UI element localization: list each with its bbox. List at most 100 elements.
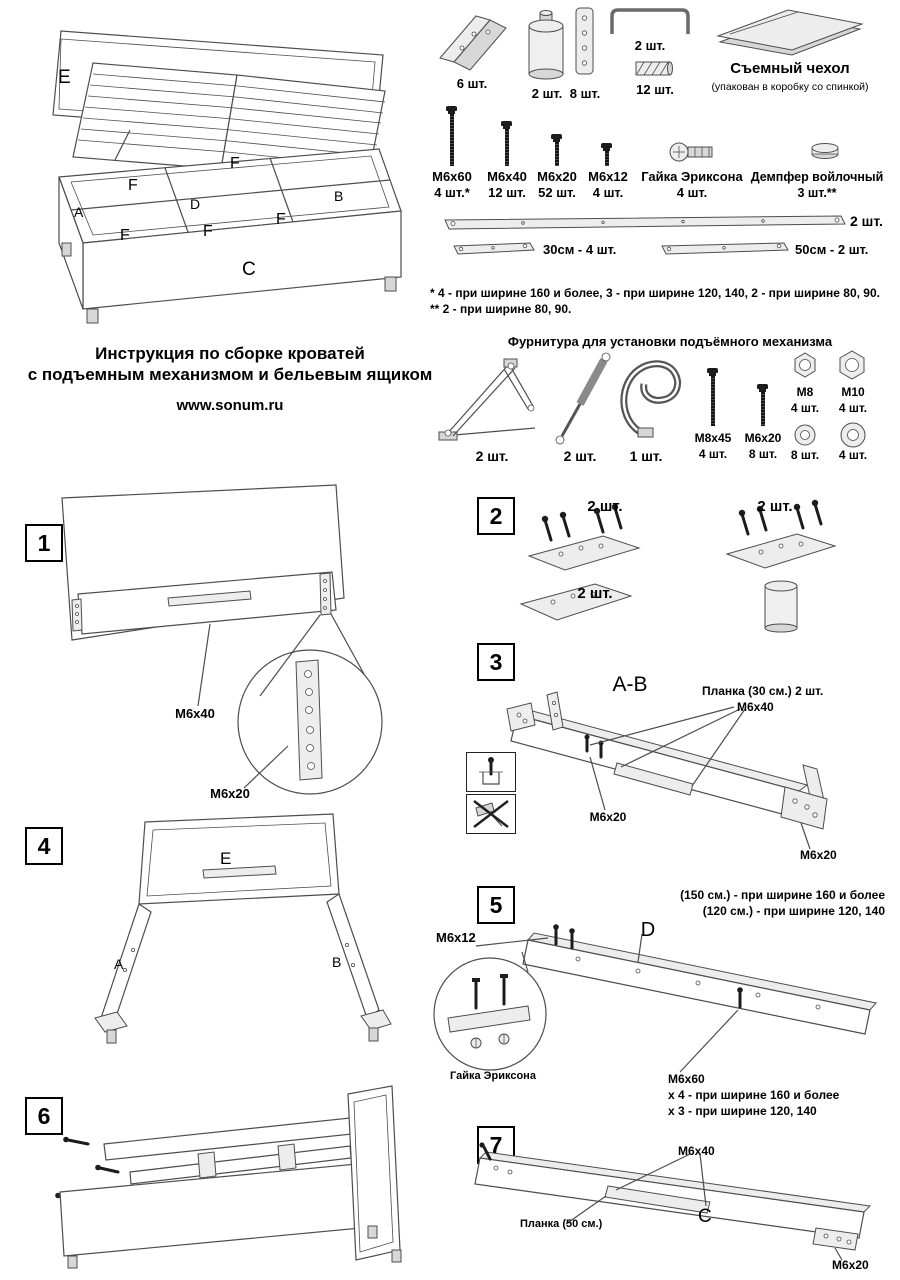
step5-erikson-label: Гайка Эриксона — [450, 1070, 536, 1082]
bolt-m6x20-icon — [551, 134, 562, 166]
m8x45-label: М8х45 — [694, 431, 732, 445]
step7-label-c: C — [698, 1206, 712, 1227]
strap-qty: 1 шт. — [629, 448, 663, 464]
step1-drawing — [61, 484, 383, 795]
erikson-col: Гайка Эриксона 4 шт. — [638, 169, 746, 201]
step4-number: 4 — [25, 827, 63, 865]
step3-plank-label: Планка (30 см.) 2 шт. — [702, 684, 824, 698]
step4-drawing — [94, 813, 392, 1044]
dowel-qty: 12 шт. — [636, 82, 674, 97]
m6x20-lift-label: М6х20 — [744, 431, 782, 445]
washer10-qty: 4 шт. — [838, 448, 868, 462]
erikson-label: Гайка Эриксона — [641, 169, 743, 184]
screw-label: М6х60 — [432, 169, 472, 184]
washer-m10-icon — [840, 422, 866, 448]
step3-drawing — [506, 691, 828, 850]
leg-icon — [528, 10, 564, 80]
erikson-nut-insert-icon — [479, 757, 503, 785]
damper-qty: 3 шт.** — [797, 186, 837, 200]
dowel-icon — [635, 61, 673, 76]
flat-plate-icon — [575, 7, 594, 75]
screw-label: М6х20 — [537, 169, 577, 184]
footnote-2: ** 2 - при ширине 80, 90. — [430, 302, 572, 316]
footnote-1: * 4 - при ширине 160 и более, 3 - при ши… — [430, 286, 880, 300]
bolt-m8x45-icon — [707, 368, 718, 426]
step5-m6x12-label: М6х12 — [436, 930, 476, 945]
step5-m6x60-note2: х 3 - при ширине 120, 140 — [668, 1104, 817, 1118]
lift-mechanism-icon — [438, 358, 536, 441]
step5-m6x60-label: М6х60 — [668, 1072, 705, 1086]
rail50-icon — [661, 242, 789, 255]
step3-m6x40-label: М6х40 — [737, 700, 774, 714]
u-bracket-icon — [610, 8, 690, 34]
screw-col-m6x60: М6х60 4 шт.* — [424, 169, 480, 201]
step5-m6x60-note1: х 4 - при ширине 160 и более — [668, 1088, 840, 1102]
corner-bracket-icon — [439, 15, 507, 71]
no-hammer-infobox — [466, 794, 516, 834]
nut-m10-label: М10 — [841, 385, 865, 399]
screw-qty: 52 шт. — [538, 185, 576, 200]
step5-label-d: D — [640, 919, 656, 941]
step5-number: 5 — [477, 886, 515, 924]
step1-m6x40-label: М6х40 — [175, 706, 215, 721]
rail30-label: 30см - 4 шт. — [543, 242, 617, 257]
nut-m8-col: М8 4 шт. — [781, 384, 829, 416]
screw-col-m6x12: М6х12 4 шт. — [580, 169, 636, 201]
step3-number: 3 — [477, 643, 515, 681]
bolt-m6x60-icon — [446, 106, 457, 166]
erikson-nut-icon — [669, 142, 713, 162]
step2-number: 2 — [477, 497, 515, 535]
overview-label-b: В — [334, 188, 344, 204]
step3-title-ab: А-В — [612, 673, 648, 696]
gas-strut-icon — [555, 352, 611, 445]
step4-label-e: E — [220, 849, 232, 868]
bolt-m6x40-icon — [501, 121, 512, 166]
rail50-label: 50см - 2 шт. — [795, 242, 869, 257]
overview-label-f3: F — [120, 227, 130, 244]
cover-title: Съемный чехол — [730, 60, 850, 77]
leg-qty: 2 шт. — [531, 86, 563, 101]
screw-col-m6x40: М6х40 12 шт. — [478, 169, 536, 201]
hardware-icons — [439, 7, 864, 80]
gas-strut-qty: 2 шт. — [563, 448, 597, 464]
washer8-qty: 8 шт. — [790, 448, 820, 462]
screw-qty: 12 шт. — [488, 185, 526, 200]
rail30-icon — [453, 242, 535, 255]
step3-m6x20-label-a: М6х20 — [589, 810, 627, 824]
overview-label-d: D — [190, 196, 201, 212]
nut-m10-icon — [839, 350, 865, 380]
nut-m10-qty: 4 шт. — [838, 401, 868, 415]
overview-label-c: С — [242, 259, 256, 280]
step7-m6x20-label: М6х20 — [832, 1258, 869, 1272]
step7-drawing — [474, 1142, 872, 1261]
screw-col-m6x20: М6х20 52 шт. — [528, 169, 586, 201]
overview-label-f5: F — [276, 211, 286, 228]
overview-label-f2: F — [230, 155, 240, 172]
bracket-qty: 6 шт. — [456, 76, 488, 91]
step2-qty-top-right: 2 шт. — [757, 498, 793, 515]
damper-label: Демпфер войлочный — [750, 170, 884, 184]
overview-bed-drawing — [52, 30, 402, 324]
nut-m8-qty: 4 шт. — [790, 401, 820, 415]
step7-plank-label: Планка (50 см.) — [520, 1218, 603, 1230]
step5-note2: (120 см.) - при ширине 120, 140 — [702, 904, 885, 918]
no-hammer-icon — [473, 800, 509, 828]
cover-icon — [716, 9, 864, 56]
step2-qty-top-left: 2 шт. — [587, 498, 623, 515]
nut-m10-col: М10 4 шт. — [828, 384, 878, 416]
lift-title: Фурнитура для установки подъёмного механ… — [507, 334, 833, 349]
strap-icon — [620, 360, 681, 438]
overview-label-e: E — [58, 67, 71, 88]
damper-col: Демпфер войлочный 3 шт.** — [748, 169, 886, 201]
step4-label-a: А — [114, 956, 124, 972]
step5-drawing — [433, 924, 877, 1073]
step3-m6x20-label-b: М6х20 — [800, 848, 837, 862]
felt-damper-icon — [811, 143, 839, 159]
doc-title-line1: Инструкция по сборке кроватей — [95, 344, 365, 363]
doc-title-line2: с подъемным механизмом и бельевым ящиком — [27, 365, 433, 384]
m8x45-qty: 4 шт. — [698, 447, 728, 461]
m6x20-lift-qty: 8 шт. — [748, 447, 778, 461]
step6-drawing — [55, 1085, 402, 1269]
screw-label: М6х12 — [588, 169, 628, 184]
